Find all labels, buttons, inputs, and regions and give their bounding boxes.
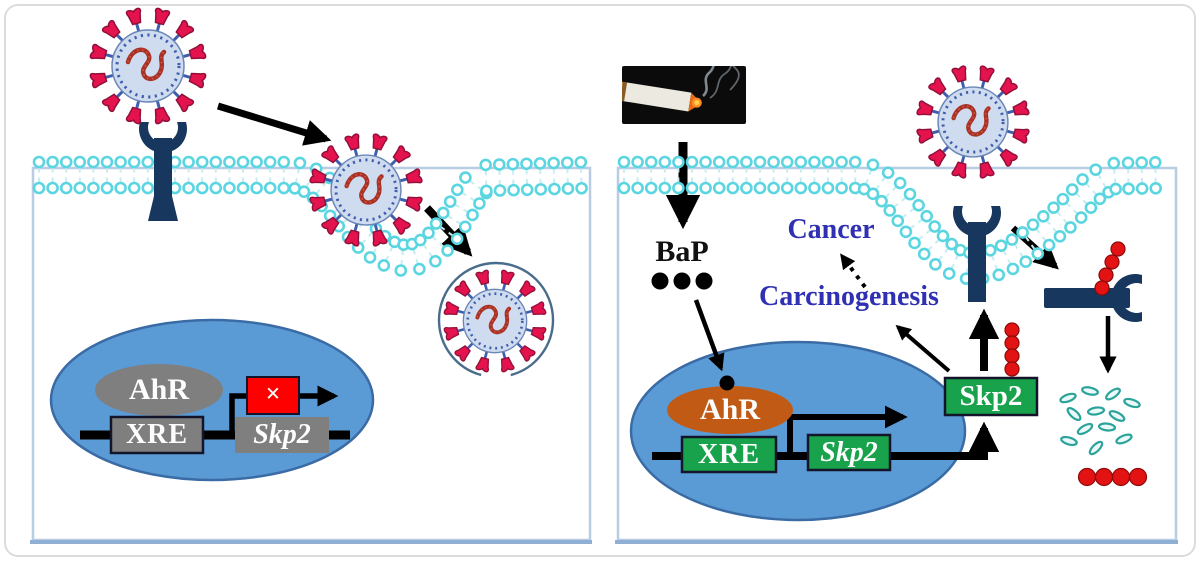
ahr-label-right: AhR (699, 393, 760, 426)
ahr-protein-left (95, 364, 223, 416)
degraded-dot (1077, 467, 1097, 487)
cigarette-image (622, 66, 746, 124)
fragment-ellipse (1059, 392, 1077, 404)
nucleus-right (629, 340, 967, 522)
skp2-gene-box-left (235, 417, 329, 453)
ubiquitin-dot (1094, 280, 1110, 296)
fragment-ellipse (1097, 422, 1117, 432)
cell-outline-right (615, 166, 1178, 544)
bap-molecule-dot (673, 272, 691, 290)
receptor-right-membrane (953, 206, 1001, 302)
degraded-dot (1111, 467, 1131, 487)
skp2-protein-box (943, 376, 1039, 417)
skp2-gene-label-left: Skp2 (253, 419, 311, 450)
xre-box-right (680, 435, 778, 474)
skp2-protein-label: Skp2 (959, 380, 1023, 412)
ubiquitin-dot (1110, 241, 1126, 257)
molecule-dots (651, 241, 1148, 487)
flow-arrows (216, 102, 1117, 374)
ubiquitin-dot (1004, 335, 1020, 351)
ubiquitin-dot (1004, 348, 1020, 364)
ahr-label-left: AhR (128, 373, 189, 406)
fragment-ellipse (1108, 410, 1126, 422)
virus-icon (89, 7, 207, 125)
fragment-ellipse (1123, 397, 1141, 409)
receptor-internalized (1044, 274, 1142, 322)
bap-molecule-dot (651, 272, 669, 290)
carcinogenesis-label: Carcinogenesis (759, 281, 939, 312)
ubiquitin-dot (1098, 267, 1114, 283)
xre-label-right: XRE (697, 438, 761, 470)
skp2-gene-box-right (806, 433, 892, 472)
membrane-left (32, 155, 588, 277)
fragment-ellipse (1088, 440, 1104, 456)
blocked-x-box (246, 376, 300, 415)
xre-box-left (109, 415, 205, 455)
virus-icon (443, 269, 547, 373)
virus-particles (89, 7, 1030, 373)
virus-icon (309, 133, 423, 247)
bap-molecule-dot (695, 272, 713, 290)
fragment-ellipse (1081, 386, 1099, 396)
virus-icon (916, 65, 1030, 179)
bap-bound-dot (719, 375, 735, 391)
fragment-ellipse (1066, 406, 1082, 422)
cancer-label: Cancer (787, 214, 875, 245)
ahr-protein-right (667, 386, 793, 434)
fragment-ellipse (1060, 435, 1078, 447)
bap-label: BaP (655, 235, 709, 268)
receptor-left (139, 122, 187, 221)
blocked-x-mark: × (265, 379, 281, 408)
ubiquitin-dot (1004, 361, 1020, 377)
fragment-ellipse (1105, 387, 1121, 401)
skp2-gene-label-right: Skp2 (820, 436, 878, 468)
fragment-ellipse (1086, 406, 1106, 416)
fragment-ellipse (1115, 433, 1133, 445)
xre-label-left: XRE (125, 419, 189, 450)
ubiquitin-dot (1104, 254, 1120, 270)
fragment-ellipse (1076, 422, 1094, 436)
ubiquitin-dot (1004, 322, 1020, 338)
degraded-dot (1094, 467, 1114, 487)
degraded-fragments (1059, 386, 1141, 456)
vesicle (437, 261, 555, 379)
degraded-dot (1128, 467, 1148, 487)
